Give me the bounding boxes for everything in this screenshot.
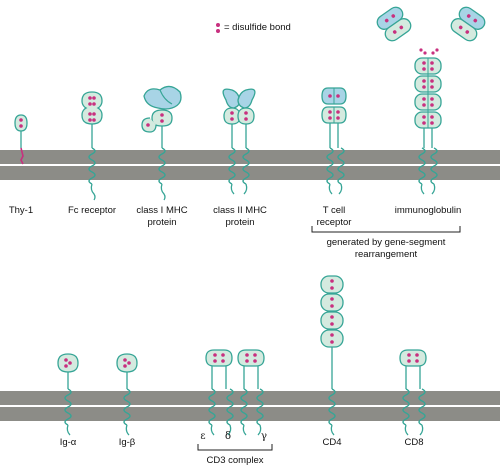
label-gene-rearrangement-line1: generated by gene-segment (326, 237, 446, 248)
label-class-ii-mhc-line2: protein (225, 217, 255, 228)
cd4-protein (320, 275, 344, 436)
label-cd3-gamma: γ (261, 431, 267, 442)
bottom-membrane (0, 391, 500, 421)
class-ii-mhc-protein (222, 88, 256, 195)
fc-receptor-protein (81, 91, 103, 201)
label-class-ii-mhc: class II MHC protein (202, 205, 278, 229)
class-i-mhc-protein (141, 85, 182, 201)
top-membrane (0, 150, 500, 180)
disulfide-bond-legend-icon (214, 21, 222, 35)
immunoglobulin-protein (376, 6, 486, 195)
label-class-ii-mhc-line1: class II MHC (213, 205, 267, 216)
label-t-cell-receptor-line2: receptor (316, 217, 352, 228)
gene-rearrangement-bracket (311, 226, 461, 233)
cd3-complex-proteins (205, 349, 265, 436)
label-fc-receptor: Fc receptor (67, 205, 117, 216)
thy1-protein (14, 114, 28, 165)
cd3-complex-bracket (197, 444, 273, 451)
ig-beta-protein (116, 353, 138, 436)
label-cd8: CD8 (404, 437, 424, 448)
label-class-i-mhc-line2: protein (147, 217, 177, 228)
label-cd3-epsilon: ε (200, 431, 206, 442)
label-cd3-complex: CD3 complex (206, 455, 264, 466)
label-gene-rearrangement: generated by gene-segment rearrangement (306, 237, 466, 261)
t-cell-receptor-protein (321, 87, 347, 195)
label-ig-beta: Ig-β (118, 437, 136, 448)
label-thy1: Thy-1 (8, 205, 34, 216)
cd8-protein (399, 349, 427, 436)
label-immunoglobulin: immunoglobulin (394, 205, 462, 216)
legend-text: = disulfide bond (224, 22, 291, 33)
label-class-i-mhc: class I MHC protein (126, 205, 198, 229)
label-cd4: CD4 (322, 437, 342, 448)
label-class-i-mhc-line1: class I MHC (136, 205, 188, 216)
label-gene-rearrangement-line2: rearrangement (354, 249, 418, 260)
label-cd3-delta: δ (224, 431, 232, 442)
label-t-cell-receptor-line1: T cell (322, 205, 346, 216)
gpi-anchor (20, 147, 24, 165)
label-ig-alpha: Ig-α (59, 437, 77, 448)
ig-alpha-protein (57, 353, 79, 436)
label-t-cell-receptor: T cell receptor (306, 205, 362, 229)
